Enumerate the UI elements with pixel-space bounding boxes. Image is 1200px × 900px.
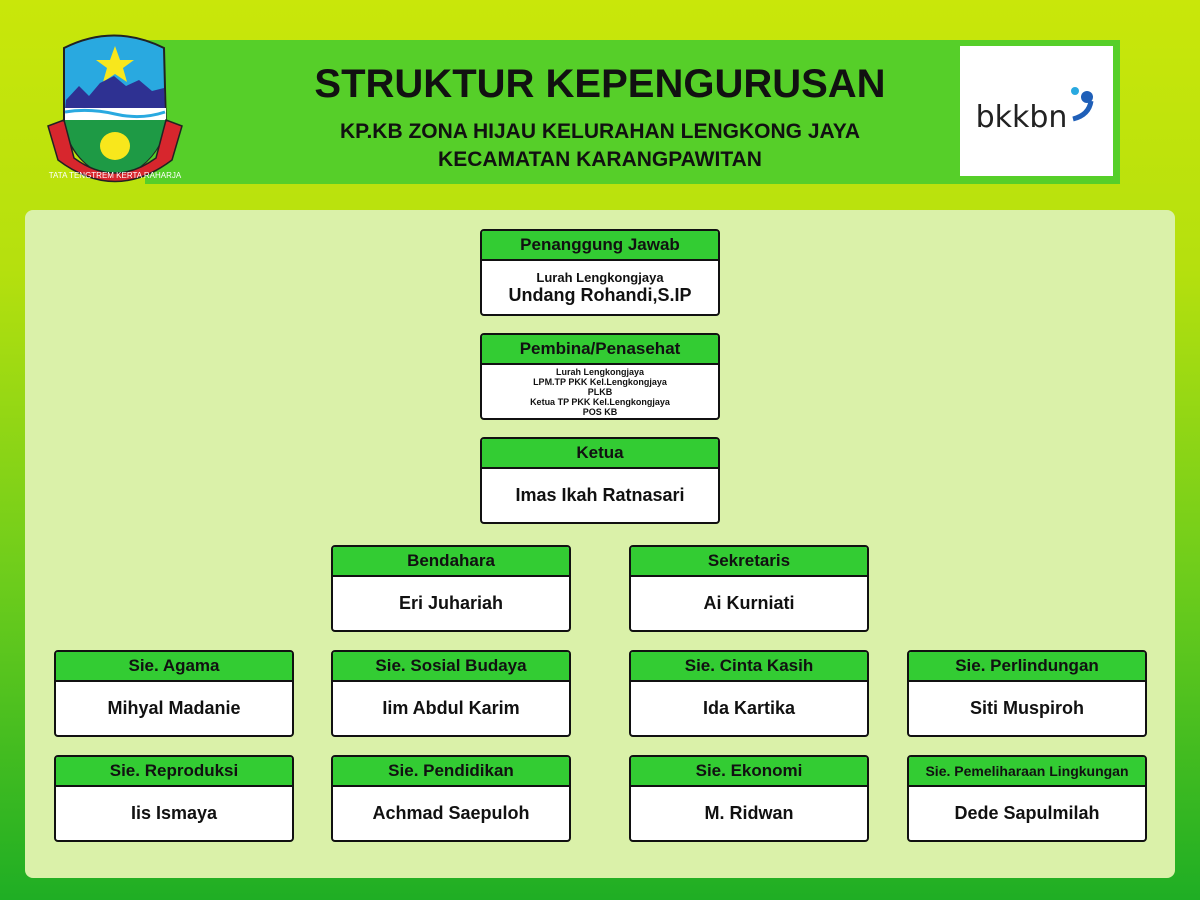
svg-text:TATA TENGTREM KERTA RAHARJA: TATA TENGTREM KERTA RAHARJA [49, 171, 182, 180]
advisor-item: Lurah Lengkongjaya [555, 366, 644, 377]
subtitle-line: KECAMATAN KARANGPAWITAN [438, 148, 762, 171]
advisor-item: PLKB [587, 386, 613, 397]
role-label: Sie. Perlindungan [909, 652, 1145, 682]
person-name: Iim Abdul Karim [382, 698, 520, 718]
regency-emblem: TATA TENGTREM KERTA RAHARJA [47, 34, 183, 183]
page-title: STRUKTUR KEPENGURUSAN [314, 62, 886, 106]
role-label: Sie. Ekonomi [631, 757, 867, 787]
person-name: Iis Ismaya [130, 803, 218, 823]
role-label: Sie. Pendidikan [333, 757, 569, 787]
page-subtitle: KP.KB ZONA HIJAU KELURAHAN LENGKONG JAYA… [150, 118, 1050, 174]
box-pembina: Pembina/Penasehat Lurah Lengkongjaya LPM… [480, 333, 720, 420]
subtitle-line: KP.KB ZONA HIJAU KELURAHAN LENGKONG JAYA [339, 120, 861, 143]
person-name: Eri Juhariah [398, 593, 504, 613]
position-label: Lurah Lengkongjaya [536, 269, 664, 285]
role-label: Penanggung Jawab [482, 231, 718, 261]
role-label: Sie. Sosial Budaya [333, 652, 569, 682]
advisor-item: POS KB [582, 406, 618, 417]
person-name: Ida Kartika [702, 698, 796, 718]
person-name: Dede Sapulmilah [954, 803, 1100, 823]
person-name: M. Ridwan [704, 803, 794, 823]
person-name: Siti Muspiroh [970, 698, 1084, 718]
logo-text: bkkbn [975, 99, 1068, 135]
header-band [145, 40, 1120, 184]
box-ketua: Ketua Imas Ikah Ratnasari [480, 437, 720, 524]
role-label: Ketua [482, 439, 718, 469]
person-name: Mihyal Madanie [107, 698, 241, 718]
box-sekretaris: Sekretaris Ai Kurniati [629, 545, 869, 632]
role-label: Sie. Reproduksi [56, 757, 292, 787]
person-name: Imas Ikah Ratnasari [515, 485, 685, 505]
bkkbn-logo: bkkbn [960, 46, 1113, 176]
advisor-item: LPM.TP PKK Kel.Lengkongjaya [533, 376, 667, 387]
role-label: Sie. Agama [56, 652, 292, 682]
person-name: Ai Kurniati [703, 593, 795, 613]
role-label: Sie. Cinta Kasih [631, 652, 867, 682]
role-label: Pembina/Penasehat [482, 335, 718, 365]
person-name: Achmad Saepuloh [372, 803, 530, 823]
box-bendahara: Bendahara Eri Juhariah [331, 545, 571, 632]
role-label: Sie. Pemeliharaan Lingkungan [909, 757, 1145, 787]
role-label: Bendahara [333, 547, 569, 577]
person-name: Undang Rohandi,S.IP [508, 284, 692, 305]
role-label: Sekretaris [631, 547, 867, 577]
advisor-item: Ketua TP PKK Kel.Lengkongjaya [530, 396, 670, 407]
box-section: Sie. Ekonomi M. Ridwan [629, 755, 869, 842]
